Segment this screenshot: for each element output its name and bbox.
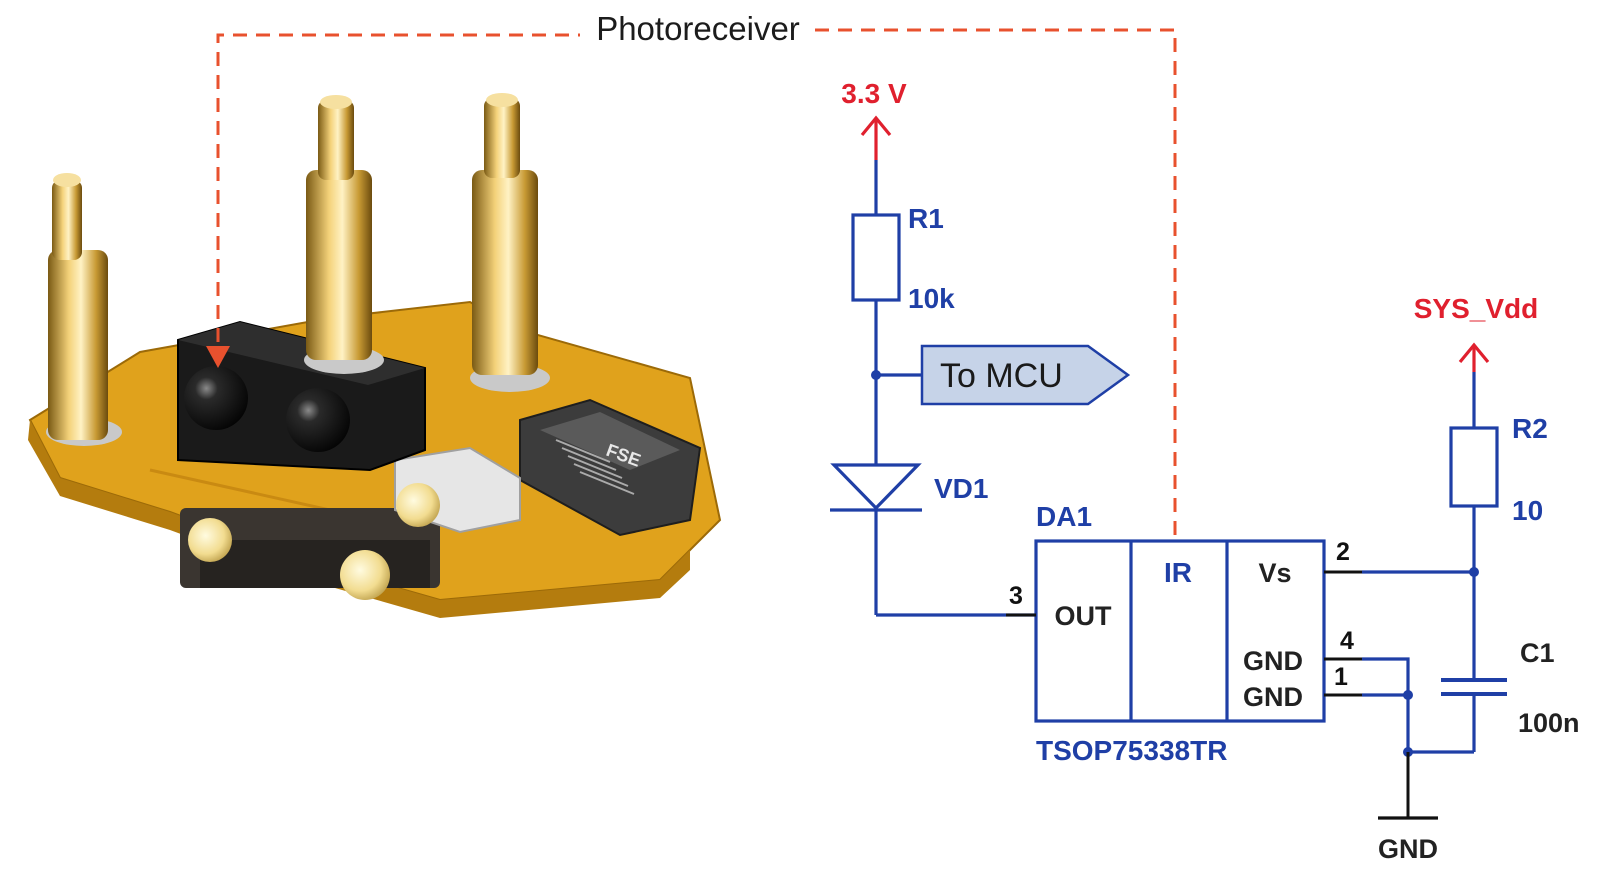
da1-gnd-label-a: GND <box>1243 646 1303 676</box>
ir-emitter-lens <box>286 388 350 452</box>
gnd-label: GND <box>1378 834 1438 864</box>
to-mcu-flag: To MCU <box>920 344 1131 406</box>
supply-3v3: 3.3 V <box>841 78 907 160</box>
da1-ir-label: IR <box>1164 557 1192 588</box>
led-housing <box>394 446 521 534</box>
to-mcu-label: To MCU <box>940 357 1063 395</box>
pogo-pin-left <box>46 173 122 446</box>
capacitor-c1: C1 100n <box>1441 638 1580 738</box>
c1-ref: C1 <box>1520 638 1555 668</box>
pin-4-number: 4 <box>1340 627 1354 655</box>
supply-sys-vdd: SYS_Vdd <box>1414 293 1538 372</box>
resistor-r2: R2 10 <box>1449 413 1548 526</box>
schematic: 3.3 V R1 10k To MCU VD1 <box>830 78 1580 864</box>
diode-vd1: VD1 <box>830 463 988 512</box>
pin-3-number: 3 <box>1009 582 1023 610</box>
sys-vdd-label: SYS_Vdd <box>1414 293 1538 324</box>
ir-receiver-lens <box>184 366 248 430</box>
ic-da1: DA1 TSOP75338TR IR OUT Vs GND GND <box>1034 501 1326 766</box>
callout-arrowhead <box>206 346 230 368</box>
diagram-title: Photoreceiver <box>596 10 800 47</box>
pin-1-number: 1 <box>1334 663 1348 691</box>
fpc-connector: FSE <box>519 398 702 537</box>
da1-part: TSOP75338TR <box>1036 735 1227 766</box>
r2-ref: R2 <box>1512 413 1548 444</box>
pogo-pin-right <box>470 93 550 392</box>
photoreceiver-callout: Photoreceiver <box>206 10 1177 540</box>
c1-value: 100n <box>1518 708 1580 738</box>
pogo-pin-middle <box>304 95 384 374</box>
ground-symbol: GND <box>1378 816 1438 864</box>
da1-ref: DA1 <box>1036 501 1092 532</box>
resistor-r1: R1 10k <box>851 203 955 314</box>
r2-value: 10 <box>1512 495 1543 526</box>
pin-2-number: 2 <box>1336 538 1350 566</box>
r1-value: 10k <box>908 283 955 314</box>
led-bottom-left <box>188 518 232 562</box>
supply-3v3-label: 3.3 V <box>841 78 907 109</box>
da1-out-label: OUT <box>1055 601 1113 631</box>
da1-vs-label: Vs <box>1258 558 1291 588</box>
da1-gnd-label-b: GND <box>1243 682 1303 712</box>
pcb-photo: FSE <box>28 93 722 618</box>
r1-ref: R1 <box>908 203 944 234</box>
led-bottom-mid <box>340 550 390 600</box>
vd1-ref: VD1 <box>934 473 988 504</box>
